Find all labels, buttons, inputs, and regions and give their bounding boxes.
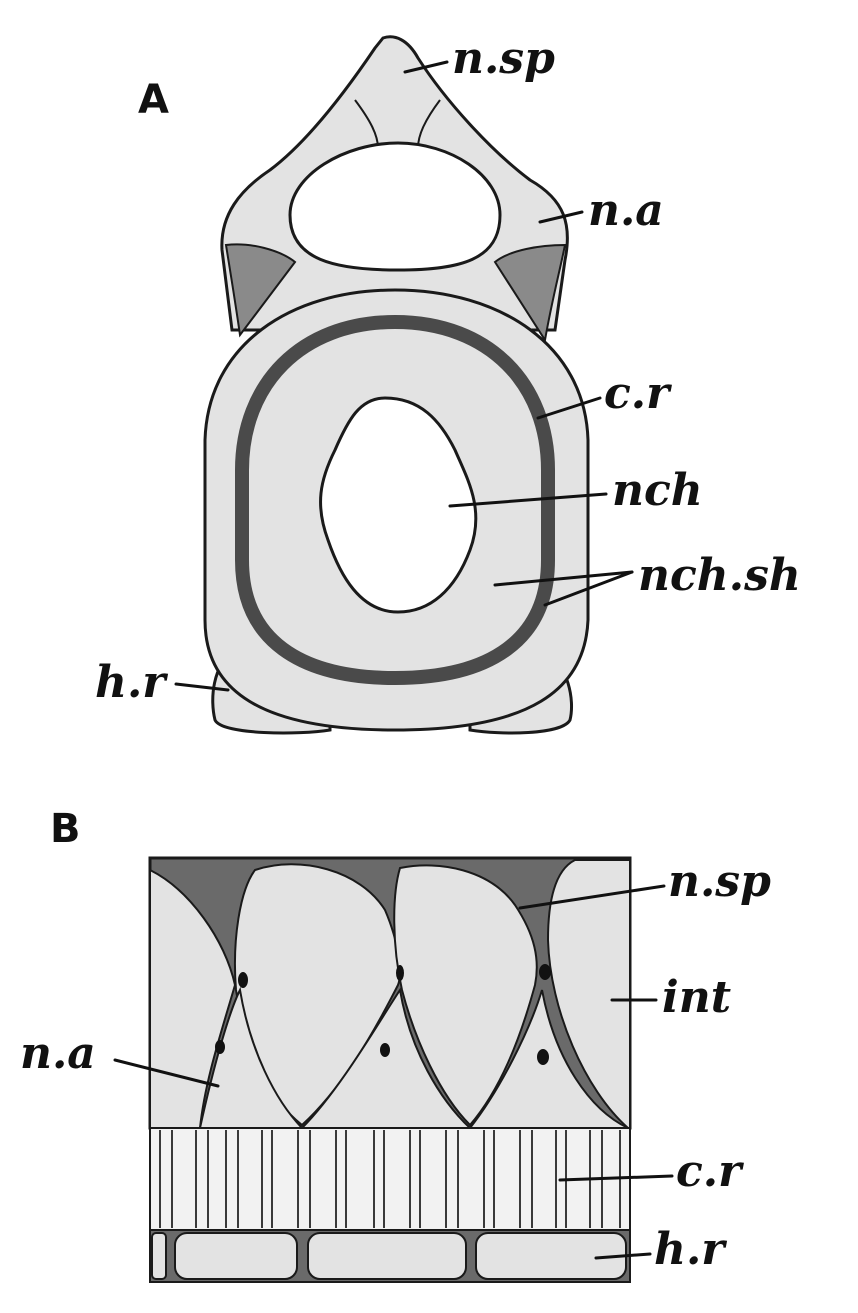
panel-b: B	[20, 806, 771, 1283]
panel-b-letter: B	[50, 806, 81, 852]
leader-a-neural-spine	[403, 60, 449, 74]
leader-a-calcified-ring	[536, 396, 602, 420]
label-b-neural-spine: n.sp	[668, 856, 771, 907]
haemal-block-2	[307, 1232, 467, 1280]
calcified-ring-lines	[159, 1130, 621, 1228]
label-a-neural-arch: n.a	[588, 185, 664, 236]
label-a-neural-spine: n.sp	[452, 33, 555, 84]
foramen-3	[396, 965, 404, 981]
leader-a-haemal-arch	[174, 682, 230, 692]
label-a-notochord: nch	[612, 465, 703, 516]
foramen-5	[539, 964, 551, 980]
notochord	[319, 396, 478, 614]
haemal-block-0	[151, 1232, 167, 1280]
foramen-1	[238, 972, 248, 988]
arch-base-1	[198, 986, 305, 1129]
leader-b-neural-arch	[113, 1058, 220, 1088]
leader-b-calcified-ring	[558, 1174, 674, 1182]
leader-a-sheath-inner	[493, 570, 634, 587]
haemal-block-1	[174, 1232, 298, 1280]
label-b-calcified-ring: c.r	[676, 1146, 744, 1197]
arch-base-2	[299, 987, 473, 1129]
foramen-6	[537, 1049, 549, 1065]
label-a-calcified-ring: c.r	[604, 368, 672, 419]
label-a-haemal-arch: h.r	[95, 657, 168, 708]
leader-a-sheath-outer	[543, 570, 634, 607]
label-b-haemal-arch: h.r	[654, 1224, 727, 1275]
calcified-rings-band	[149, 1127, 631, 1231]
neural-canal	[288, 141, 502, 272]
foramen-4	[380, 1043, 390, 1057]
leader-b-haemal-arch	[594, 1252, 652, 1260]
foramen-2	[215, 1040, 225, 1054]
panel-a-letter: A	[138, 77, 169, 123]
calcified-ring	[235, 314, 555, 686]
label-a-notochord-sheath: nch.sh	[638, 550, 801, 601]
arch-base-3	[467, 989, 629, 1129]
arch-band-left	[224, 243, 297, 338]
intercalary-right	[546, 859, 631, 1129]
leader-b-neural-spine	[518, 884, 666, 910]
label-b-neural-arch: n.a	[20, 1028, 96, 1079]
label-b-intercalary: int	[662, 972, 731, 1023]
arch-band-right	[493, 243, 567, 343]
panel-a: A n.sp n.a c.r nch nch.sh h.r	[95, 33, 801, 735]
leader-a-neural-arch	[538, 210, 584, 224]
leader-a-notochord	[448, 492, 608, 508]
